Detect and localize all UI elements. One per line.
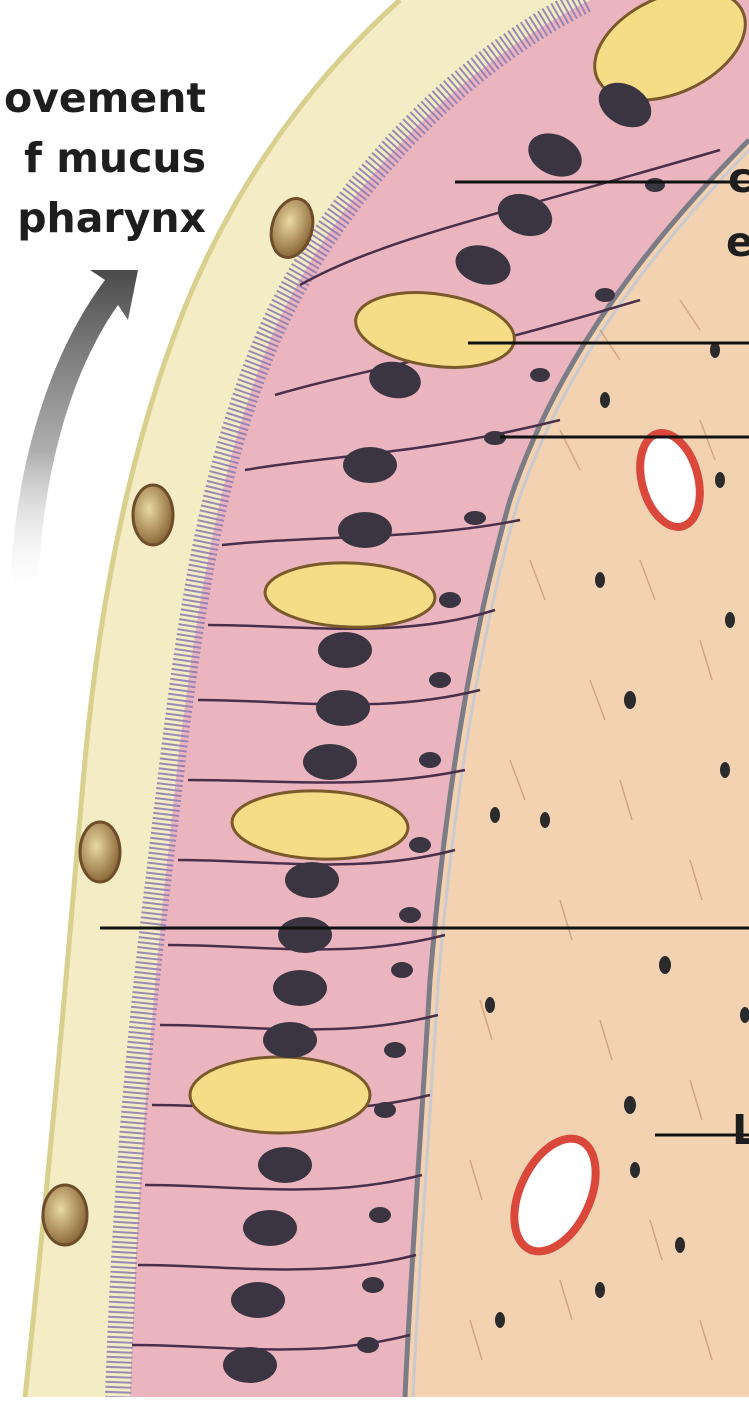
nucleus (243, 1210, 297, 1246)
nucleus (419, 752, 441, 768)
caption-line-3: pharynx (0, 188, 206, 248)
nucleus (439, 592, 461, 608)
edge-label-top-1: c (728, 158, 749, 199)
nucleus (369, 1207, 391, 1223)
nucleus (316, 690, 370, 726)
nucleus (318, 632, 372, 668)
nucleus (278, 917, 332, 953)
nucleus (303, 744, 357, 780)
goblet-cell (190, 1057, 370, 1133)
nucleus (530, 368, 550, 382)
edge-label-top-2: e (726, 222, 749, 263)
nucleus (595, 288, 615, 302)
nucleus (263, 1022, 317, 1058)
nucleus (464, 511, 486, 525)
caption-line-2: f mucus (0, 128, 206, 188)
edge-label-bottom: L (732, 1110, 749, 1151)
nucleus (343, 447, 397, 483)
nucleus (231, 1282, 285, 1318)
nucleus (429, 672, 451, 688)
nucleus (357, 1337, 379, 1353)
mucus-blob (80, 822, 120, 882)
nucleus (285, 862, 339, 898)
mucus-movement-caption: ovement f mucus pharynx (0, 68, 206, 248)
nucleus (645, 178, 665, 192)
nucleus (374, 1102, 396, 1118)
nucleus (391, 962, 413, 978)
nucleus (384, 1042, 406, 1058)
caption-line-1: ovement (0, 68, 206, 128)
nucleus (399, 907, 421, 923)
nucleus (223, 1347, 277, 1383)
nucleus (258, 1147, 312, 1183)
mucus-blob (133, 485, 173, 545)
nucleus (273, 970, 327, 1006)
mucus-blob (43, 1185, 87, 1245)
nucleus (362, 1277, 384, 1293)
nucleus (338, 512, 392, 548)
nucleus (409, 837, 431, 853)
